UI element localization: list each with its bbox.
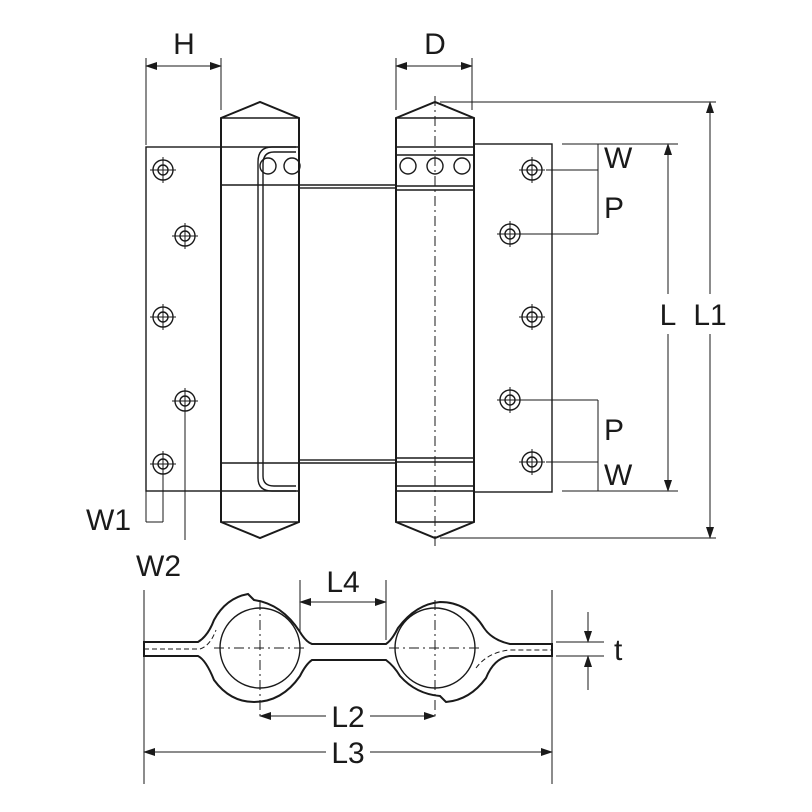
dimension-D: D: [395, 28, 473, 110]
label-W1: W1: [86, 504, 131, 537]
right-barrel: [395, 96, 475, 548]
dimension-L2: L2: [259, 696, 436, 734]
dimension-L3: L3: [143, 590, 553, 784]
dimension-W1-W2: W1 W2: [86, 413, 186, 583]
label-W-bottom: W: [604, 459, 633, 492]
top-view: L4 t L2 L3: [143, 566, 623, 784]
label-L3: L3: [331, 737, 364, 770]
label-W2: W2: [136, 550, 181, 583]
left-screw-holes: [150, 157, 198, 477]
label-L: L: [660, 299, 677, 332]
dimension-L: L: [562, 143, 682, 492]
top-view-outline: [143, 592, 553, 704]
dimension-t: t: [556, 612, 623, 690]
left-barrel: [220, 100, 301, 540]
label-P-bottom: P: [604, 414, 624, 447]
label-P-top: P: [604, 192, 624, 225]
label-L2: L2: [331, 701, 364, 734]
dimension-L1: L1: [440, 101, 730, 539]
dimension-L4: L4: [299, 566, 387, 640]
label-W-top: W: [604, 142, 633, 175]
front-view: H D L1 L W: [86, 28, 730, 583]
label-D: D: [424, 28, 446, 61]
dimension-W-P-top: W P: [522, 142, 633, 235]
label-L1: L1: [693, 299, 726, 332]
label-H: H: [173, 28, 195, 61]
dimension-P-W-bottom: P W: [522, 399, 633, 492]
label-t: t: [614, 634, 623, 667]
right-screw-holes: [497, 157, 545, 475]
dimension-H: H: [145, 28, 222, 145]
label-L4: L4: [326, 566, 359, 599]
